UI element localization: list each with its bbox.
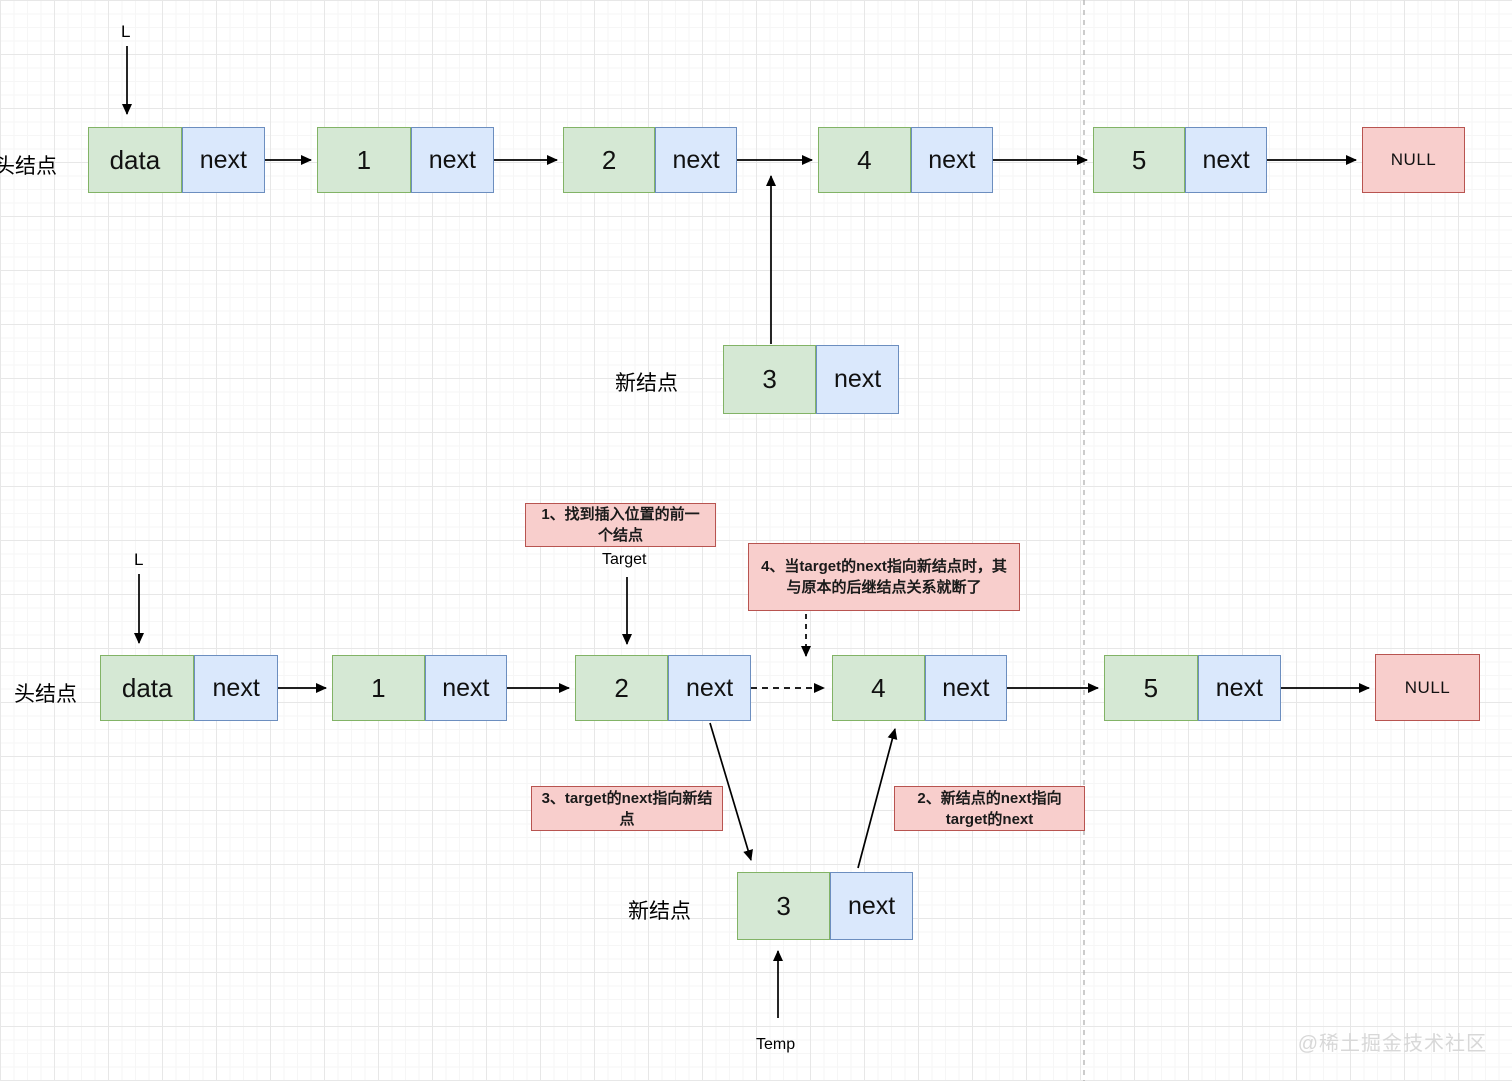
node-5-value-cell-top: 5 <box>1093 127 1186 193</box>
node-head-top: data next <box>88 127 265 193</box>
new-node-label-top: 新结点 <box>615 372 678 395</box>
head-node-label-top: 头结点 <box>0 155 57 178</box>
node-3-next-cell-bottom: next <box>830 872 913 940</box>
node-2-next-cell-top: next <box>655 127 737 193</box>
node-3-next-cell-top: next <box>816 345 899 414</box>
node-1-value-cell-bottom: 1 <box>332 655 425 721</box>
pointer-L-label-top: L <box>121 22 131 41</box>
target-label: Target <box>602 551 647 568</box>
new-node-label-bottom: 新结点 <box>628 900 691 923</box>
node-4-value-cell-top: 4 <box>818 127 911 193</box>
temp-label: Temp <box>756 1036 796 1053</box>
node-2-value-cell-top: 2 <box>563 127 656 193</box>
node-5-next-cell-bottom: next <box>1197 655 1281 721</box>
annotation-step1: 1、找到插入位置的前一 个结点 <box>525 503 716 547</box>
node-2-top: 2 next <box>563 127 737 193</box>
node-4-top: 4 next <box>818 127 993 193</box>
arrow-newnode-to-4 <box>857 728 898 869</box>
node-1-next-cell-bottom: next <box>424 655 507 721</box>
null-box-bottom: NULL <box>1375 654 1480 721</box>
node-5-top: 5 next <box>1093 127 1267 193</box>
head-node-label-bottom: 头结点 <box>14 683 77 706</box>
node-2-next-cell-bottom: next <box>668 655 751 721</box>
node-1-top: 1 next <box>317 127 494 193</box>
node-2-value-cell-bottom: 2 <box>575 655 669 721</box>
annotation-step2: 2、新结点的next指向 target的next <box>894 786 1085 831</box>
node-4-next-cell-top: next <box>910 127 993 193</box>
node-5-next-cell-top: next <box>1185 127 1267 193</box>
node-head-next-cell-top: next <box>181 127 265 193</box>
node-1-bottom: 1 next <box>332 655 507 721</box>
watermark: @稀土掘金技术社区 <box>1297 1033 1487 1055</box>
node-head-data-cell-top: data <box>88 127 182 193</box>
node-4-next-cell-bottom: next <box>924 655 1007 721</box>
node-3-value-cell-top: 3 <box>723 345 817 414</box>
node-head-data-cell-bottom: data <box>100 655 195 721</box>
node-1-value-cell-top: 1 <box>317 127 411 193</box>
annotation-step4: 4、当target的next指向新结点时，其 与原本的后继结点关系就断了 <box>748 543 1020 611</box>
annotation-step3: 3、target的next指向新结 点 <box>531 786 723 831</box>
node-head-bottom: data next <box>100 655 278 721</box>
node-3-new-top: 3 next <box>723 345 899 414</box>
node-4-bottom: 4 next <box>832 655 1007 721</box>
node-head-next-cell-bottom: next <box>194 655 278 721</box>
pointer-L-label-bottom: L <box>134 550 144 569</box>
node-3-new-bottom: 3 next <box>737 872 913 940</box>
null-box-top: NULL <box>1362 127 1465 193</box>
node-4-value-cell-bottom: 4 <box>832 655 925 721</box>
node-3-value-cell-bottom: 3 <box>737 872 831 940</box>
node-5-value-cell-bottom: 5 <box>1104 655 1198 721</box>
node-5-bottom: 5 next <box>1104 655 1281 721</box>
node-1-next-cell-top: next <box>410 127 494 193</box>
node-2-bottom: 2 next <box>575 655 751 721</box>
